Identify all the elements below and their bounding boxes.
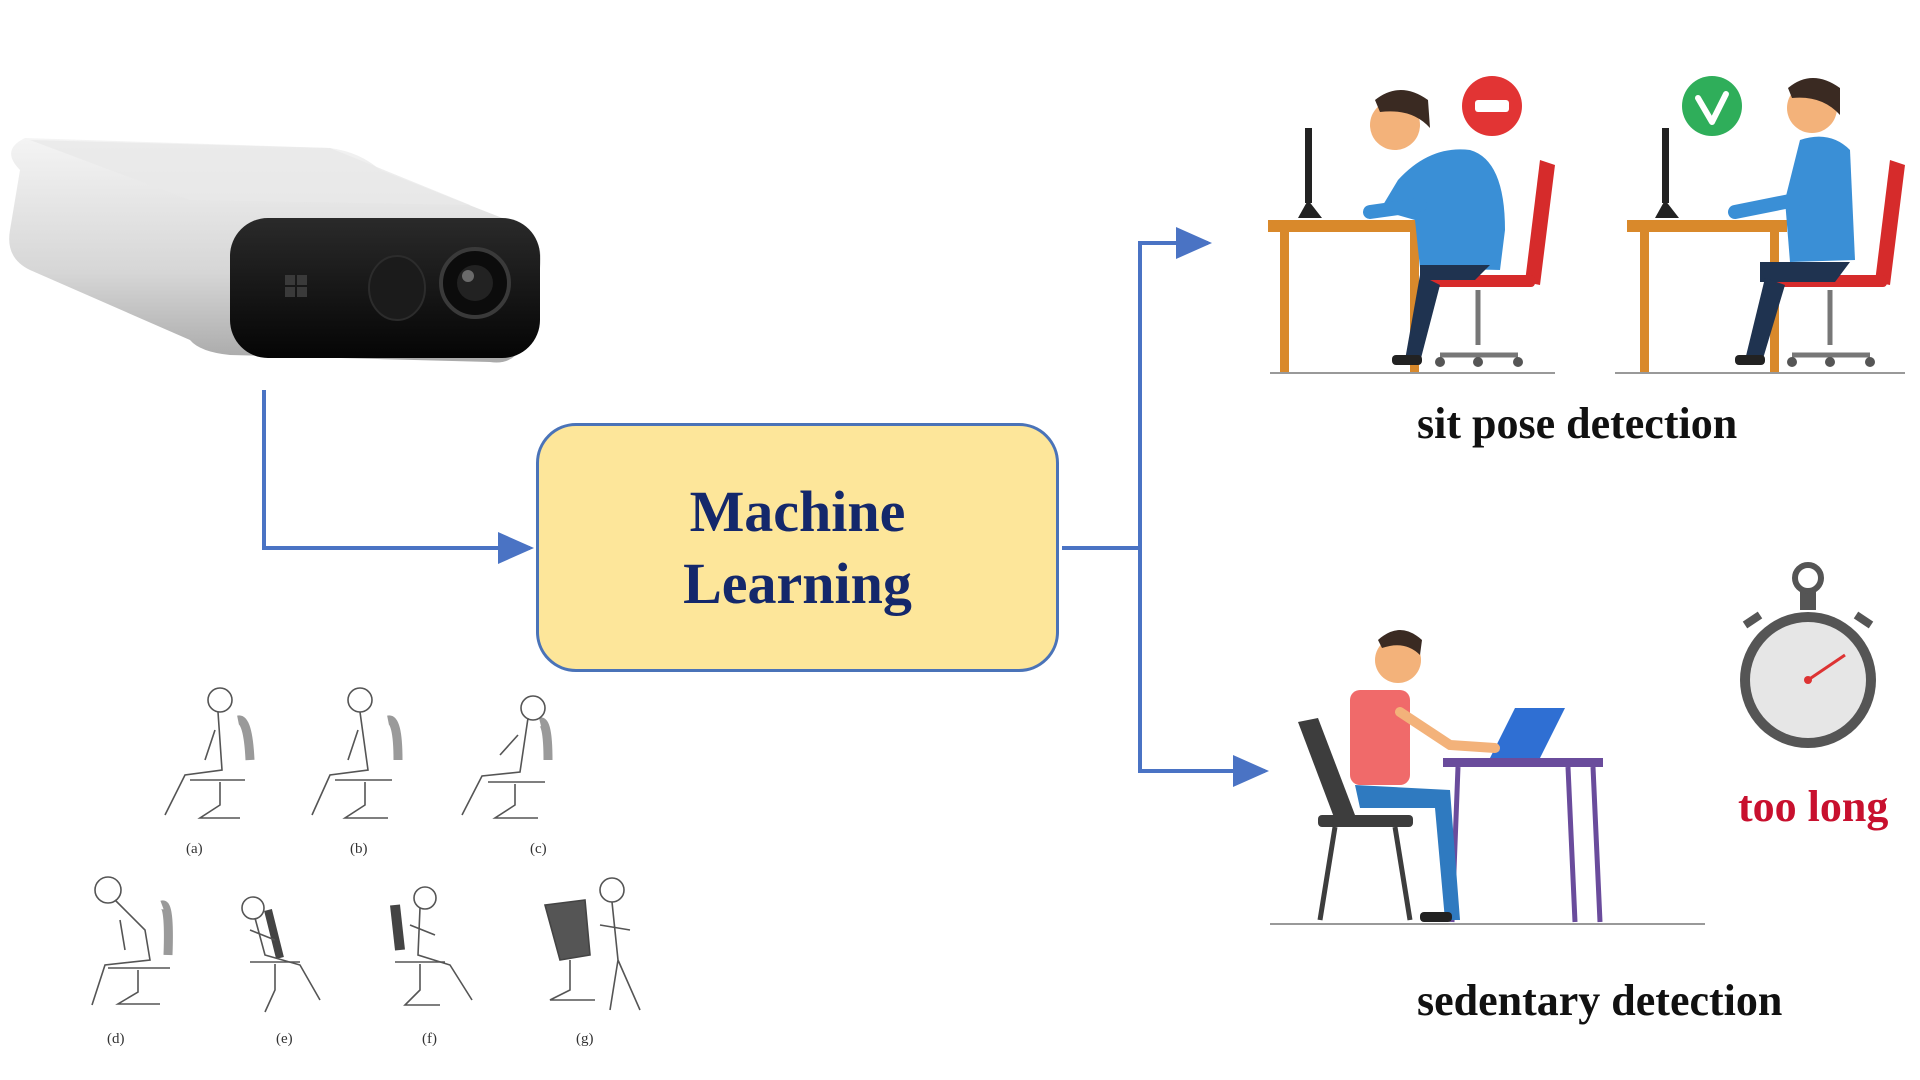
posture-label-b: (b) <box>350 841 368 857</box>
ml-label-line2: Learning <box>683 550 912 616</box>
posture-labels: (a) (b) (c) (d) (e) (f) (g) <box>107 841 594 1047</box>
posture-sketches: (a) (b) (c) (d) (e) (f) (g) <box>91 687 641 1047</box>
branch-to-sedentary-arrow <box>1138 548 1269 787</box>
posture-label-e: (e) <box>276 1031 293 1047</box>
sit-pose-caption: sit pose detection <box>1417 399 1738 448</box>
posture-label-a: (a) <box>186 841 203 857</box>
sedentary-illustration <box>1270 562 1876 925</box>
posture-b-figure <box>311 687 403 819</box>
posture-a-figure <box>164 687 255 819</box>
posture-label-d: (d) <box>107 1031 125 1047</box>
posture-label-c: (c) <box>530 841 547 857</box>
too-long-warning: too long <box>1738 782 1889 831</box>
posture-e-figure <box>241 896 321 1013</box>
posture-g-figure <box>543 877 641 1011</box>
branch-to-sit-pose-arrow <box>1138 227 1212 548</box>
bad-posture-illustration <box>1268 76 1555 374</box>
camera-to-ml-arrow <box>262 390 534 564</box>
machine-learning-box: Machine Learning <box>536 423 1059 672</box>
ml-label-line1: Machine <box>689 478 906 544</box>
posture-c-figure <box>461 695 553 819</box>
posture-label-g: (g) <box>576 1031 594 1047</box>
no-entry-icon <box>1462 76 1522 136</box>
depth-camera-image <box>9 138 541 363</box>
posture-d-figure <box>91 876 173 1006</box>
check-mark-icon <box>1682 76 1742 136</box>
posture-label-f: (f) <box>422 1031 437 1047</box>
posture-f-figure <box>390 886 473 1006</box>
flow-arrows <box>262 227 1269 787</box>
good-posture-illustration <box>1615 76 1905 374</box>
sedentary-caption: sedentary detection <box>1417 976 1783 1025</box>
stopwatch-icon <box>1740 562 1876 748</box>
